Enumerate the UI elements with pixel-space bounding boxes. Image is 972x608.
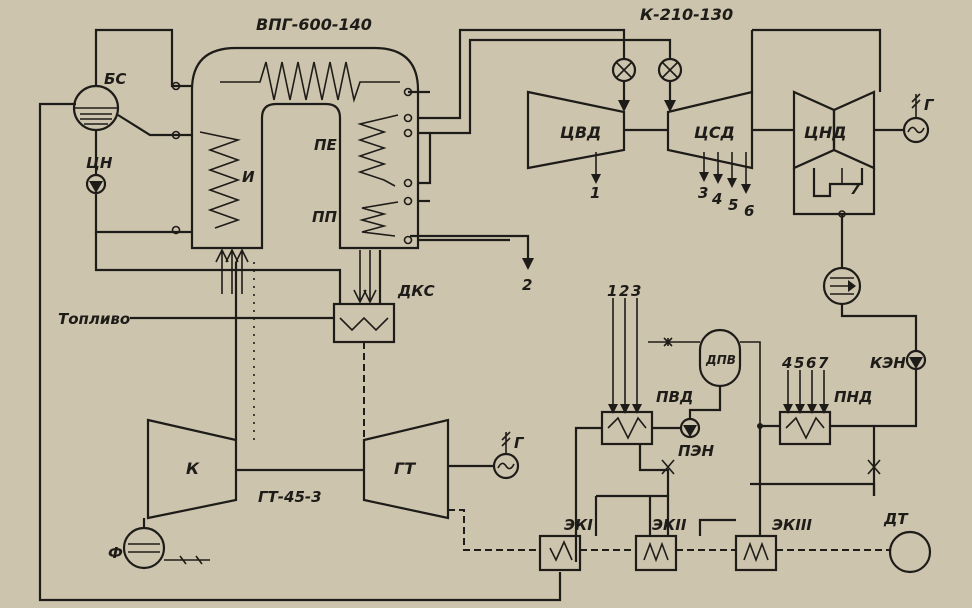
label-dt: ДТ	[883, 510, 909, 528]
extraction-2-line	[410, 234, 530, 268]
label-cvd: ЦВД	[560, 123, 601, 142]
extraction-4: 4	[711, 190, 722, 208]
ek3-water	[750, 482, 876, 536]
lp-heater-pnd	[778, 410, 832, 446]
air-filter-f	[122, 526, 166, 570]
pvd-inlet-3: 3	[631, 282, 641, 300]
label-ek1: ЭКI	[564, 516, 593, 534]
label-bs: БС	[104, 70, 126, 88]
turbine-generator	[902, 93, 930, 144]
label-pen: ПЭН	[678, 442, 715, 460]
hp-cylinder-cvd	[526, 90, 626, 170]
pnd-inlet-5: 5	[794, 354, 804, 372]
extraction-5: 5	[728, 196, 738, 214]
label-pvd: ПВД	[656, 388, 693, 406]
riser-line	[117, 114, 192, 137]
label-vpg: ВПГ-600-140	[256, 15, 372, 34]
label-dpv: ДПВ	[705, 353, 736, 367]
pnd-inlet-4: 4	[781, 354, 792, 372]
pe-bypass-line	[418, 133, 432, 185]
label-gt-model: ГТ-45-3	[258, 488, 322, 506]
extraction-1: 1	[590, 184, 600, 202]
pvd-drain	[638, 444, 670, 496]
extraction-2: 2	[522, 276, 532, 294]
label-f: Ф	[108, 544, 123, 562]
separator-drum-bs	[72, 84, 120, 132]
gt-exhaust-line	[448, 509, 540, 551]
ejector-cooler	[822, 266, 862, 306]
pvd-inlet-1: 1	[607, 282, 617, 300]
label-pp: ПП	[312, 208, 338, 226]
label-pe: ПЕ	[314, 136, 338, 154]
pump-discharge-line	[94, 193, 192, 234]
economizer-ek2	[634, 534, 678, 572]
economizer-ek3	[734, 534, 778, 572]
label-cn: ЦН	[86, 154, 113, 172]
condenser-shell	[792, 168, 876, 216]
extraction-6: 6	[744, 202, 754, 220]
ken-discharge	[874, 369, 918, 428]
compressor-k	[146, 418, 238, 520]
label-pnd: ПНД	[834, 388, 872, 406]
extraction-3: 3	[698, 184, 708, 202]
pnd-inlet-6: 6	[806, 354, 816, 372]
feed-pump-pen	[679, 417, 701, 439]
ek1-ek2-water	[596, 494, 670, 536]
label-gt: ГТ	[394, 459, 416, 478]
reheat-steam-line	[418, 38, 672, 135]
gas-turbine-gt	[362, 418, 450, 520]
steam-generator-vpg	[171, 46, 420, 304]
stop-valve-cvd	[611, 57, 637, 83]
hp-heater-pvd	[600, 410, 654, 446]
label-csd: ЦСД	[694, 123, 735, 142]
feedwater-return-line	[38, 102, 562, 602]
label-g1: Г	[924, 96, 935, 114]
pvd-to-ek1	[574, 426, 602, 562]
dks-steam-feed	[94, 232, 342, 304]
label-cnd: ЦНД	[804, 123, 846, 142]
drum-steam-line	[94, 28, 192, 88]
circulation-pump-cn	[85, 173, 107, 195]
pnd-inlet-7: 7	[818, 354, 829, 372]
label-k: К	[186, 459, 200, 478]
label-fuel: Топливо	[58, 310, 130, 328]
stack-dt	[888, 530, 932, 574]
cooler-out-line	[840, 304, 918, 350]
economizer-ek1	[538, 534, 582, 572]
label-ek2: ЭКII	[652, 516, 687, 534]
condensate-pump-ken	[905, 349, 927, 371]
label-g2: Г	[514, 434, 525, 452]
gas-heater-dks	[332, 302, 396, 344]
label-turbine: К-210-130	[640, 5, 733, 24]
ek-links	[648, 496, 736, 536]
gt-generator	[492, 431, 520, 480]
extraction-7: 7	[850, 180, 861, 198]
lp-cylinder-cnd	[792, 90, 876, 170]
label-i: И	[242, 168, 255, 186]
label-ken: КЭН	[870, 354, 906, 372]
crossover-pipe	[750, 28, 882, 92]
dpv-to-pen	[688, 386, 722, 419]
label-ek3: ЭКIII	[772, 516, 812, 534]
stop-valve-csd	[657, 57, 683, 83]
ip-cylinder-csd	[666, 90, 754, 170]
label-dks: ДКС	[397, 282, 435, 300]
pnd-in	[830, 424, 876, 470]
pvd-inlet-2: 2	[619, 282, 629, 300]
condenser-box	[812, 168, 864, 198]
